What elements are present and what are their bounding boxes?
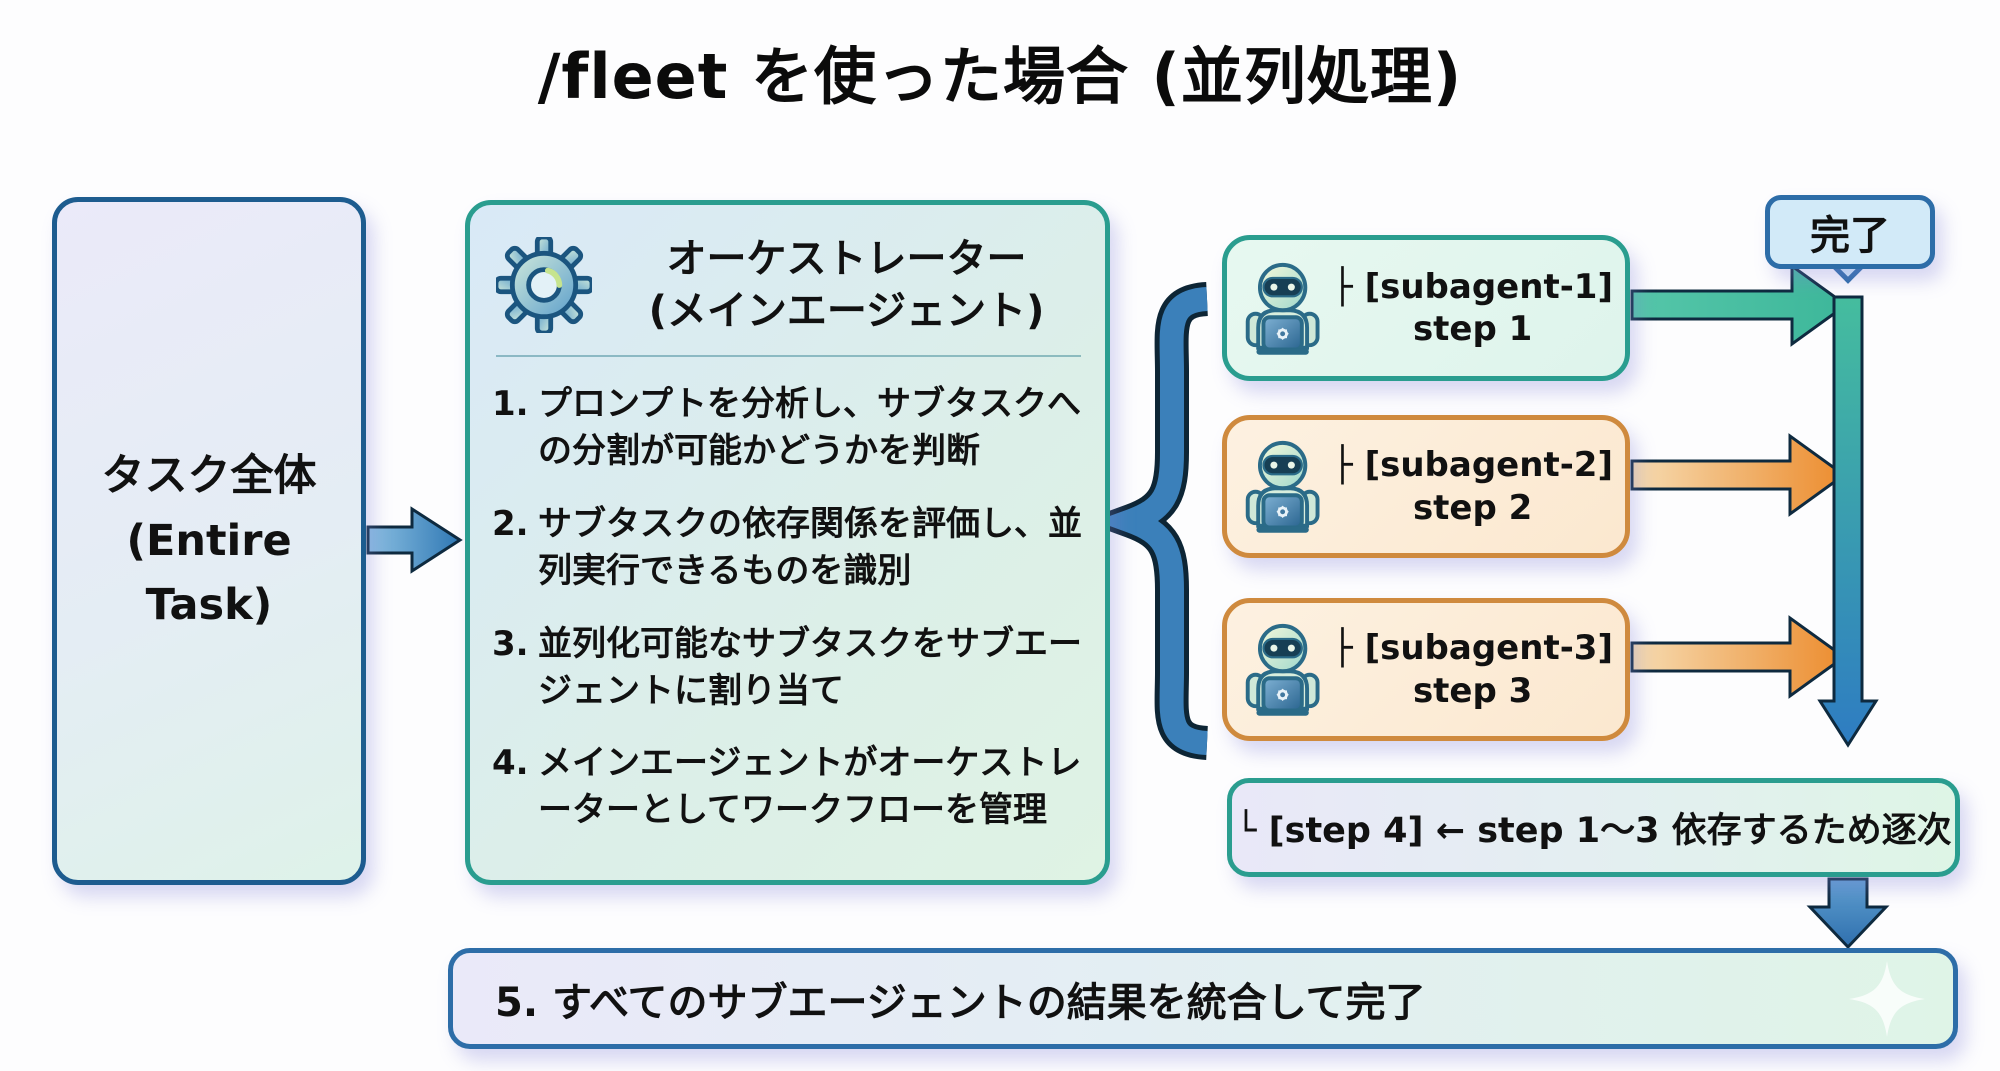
- subagent-2-text: ├ [subagent-2] step 2: [1332, 444, 1613, 529]
- list-item: 2. サブタスクの依存関係を評価し、並列実行できるものを識別: [492, 501, 1085, 595]
- sparkle-icon: [1849, 961, 1925, 1037]
- subagent3-arrow: [1630, 615, 1847, 699]
- final-step-label: 5. すべてのサブエージェントの結果を統合して完了: [495, 979, 1426, 1026]
- brace-connector: [1081, 282, 1209, 760]
- subagent-1-step: step 1: [1412, 309, 1533, 349]
- list-item: 1. プロンプトを分析し、サブタスクへの分割が可能かどうかを判断: [492, 381, 1085, 475]
- subagent-1-box: ├ [subagent-1] step 1: [1222, 235, 1630, 381]
- list-item: 4. メインエージェントがオーケストレーターとしてワークフローを管理: [492, 740, 1085, 834]
- subagent-3-label: ├ [subagent-3]: [1332, 628, 1613, 668]
- item-number: 3.: [492, 623, 529, 664]
- subagent-3-step: step 3: [1412, 670, 1533, 711]
- subagent-2-label: ├ [subagent-2]: [1332, 445, 1613, 485]
- item-text: 並列化可能なサブタスクをサブエージェントに割り当て: [538, 623, 1082, 711]
- subagent-3-box: ├ [subagent-3] step 3: [1222, 598, 1630, 741]
- orchestrator-header: オーケストレーター (メインエージェント): [492, 221, 1085, 337]
- step4-label: └ [step 4] ← step 1〜3 依存するため逐次: [1235, 811, 1952, 851]
- orchestrator-box: オーケストレーター (メインエージェント) 1. プロンプトを分析し、サブタスク…: [465, 200, 1110, 885]
- item-text: サブタスクの依存関係を評価し、並列実行できるものを識別: [538, 503, 1082, 591]
- robot-icon: [1239, 620, 1326, 719]
- orchestrator-title: オーケストレーター (メインエージェント): [614, 233, 1079, 337]
- task-to-orchestrator-arrow: [366, 506, 463, 574]
- subagent-3-text: ├ [subagent-3] step 3: [1332, 627, 1613, 712]
- orchestrator-title-line1: オーケストレーター: [666, 236, 1027, 282]
- merge-bar-arrow: [1817, 295, 1879, 748]
- done-bubble: 完了: [1765, 195, 1935, 269]
- subagent-1-text: ├ [subagent-1] step 1: [1332, 266, 1613, 351]
- step4-to-final-arrow: [1806, 877, 1890, 950]
- subagent-2-box: ├ [subagent-2] step 2: [1222, 415, 1630, 558]
- gear-icon: [496, 237, 592, 333]
- list-item: 3. 並列化可能なサブタスクをサブエージェントに割り当て: [492, 621, 1085, 715]
- item-text: プロンプトを分析し、サブタスクへの分割が可能かどうかを判断: [538, 384, 1081, 471]
- orchestrator-step-list: 1. プロンプトを分析し、サブタスクへの分割が可能かどうかを判断 2. サブタス…: [492, 381, 1085, 834]
- entire-task-box: タスク全体 (Entire Task): [52, 197, 366, 885]
- entire-task-line1: タスク全体: [101, 451, 317, 502]
- entire-task-line2: (Entire Task): [126, 515, 292, 631]
- divider: [496, 355, 1081, 357]
- robot-icon: [1239, 437, 1326, 536]
- item-number: 1.: [492, 384, 529, 424]
- final-step-box: 5. すべてのサブエージェントの結果を統合して完了: [448, 948, 1958, 1049]
- page-title: /fleet を使った場合 (並列処理): [537, 40, 1463, 113]
- subagent1-arrow: [1630, 263, 1849, 347]
- done-label: 完了: [1810, 213, 1890, 259]
- step4-box: └ [step 4] ← step 1〜3 依存するため逐次: [1227, 778, 1960, 877]
- subagent2-arrow: [1630, 433, 1847, 517]
- orchestrator-title-line2: (メインエージェント): [648, 288, 1045, 334]
- subagent-2-step: step 2: [1412, 487, 1533, 528]
- item-number: 2.: [492, 503, 529, 544]
- subagent-1-label: ├ [subagent-1]: [1332, 266, 1613, 307]
- item-text: メインエージェントがオーケストレーターとしてワークフローを管理: [538, 743, 1082, 831]
- robot-icon: [1239, 259, 1326, 358]
- item-number: 4.: [492, 743, 529, 784]
